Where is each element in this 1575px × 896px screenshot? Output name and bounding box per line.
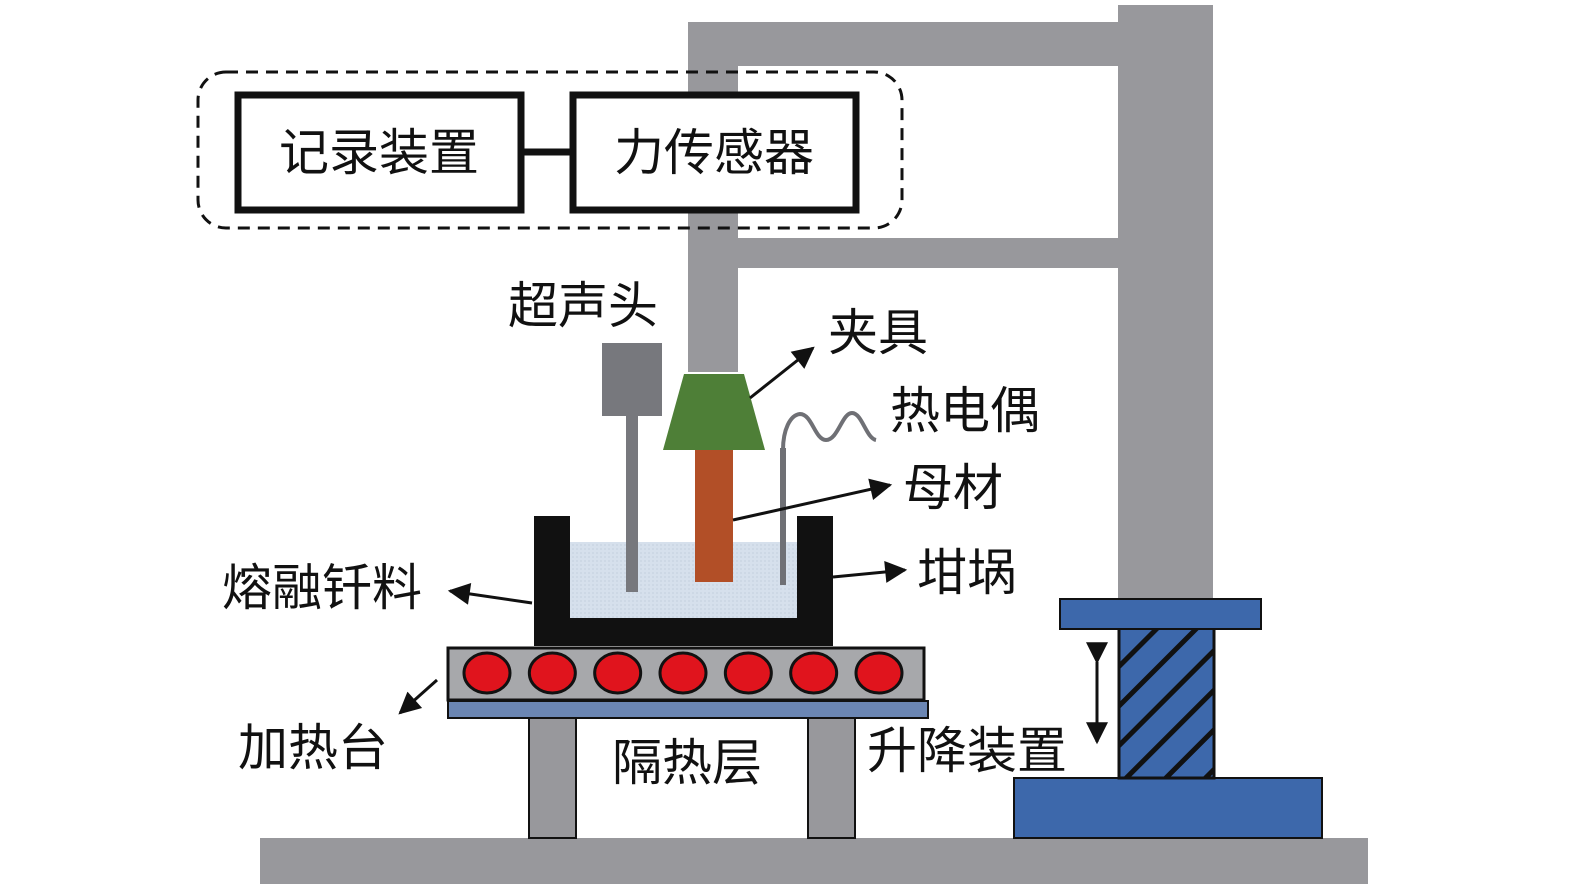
molten-solder (568, 542, 798, 620)
sensor-group-outline (196, 70, 904, 230)
heater-elements (462, 651, 904, 695)
heater-element (789, 651, 839, 695)
molten-solder-label: 熔融钎料 (222, 559, 422, 617)
frame-mid-arm (688, 238, 1120, 268)
fixture-arrow (749, 346, 815, 400)
heater-element (462, 651, 512, 695)
crucible (534, 516, 833, 646)
insulation-plate (447, 700, 929, 719)
lifting-device (1013, 598, 1323, 839)
base-metal-label: 母材 (903, 459, 1003, 517)
recorder-box: 记录装置 (234, 91, 525, 214)
frame-top-arm (688, 22, 1120, 66)
heater-element (723, 651, 773, 695)
heating-stage (446, 646, 929, 839)
insulation-layer-label: 隔热层 (612, 734, 762, 792)
recorder-label: 记录装置 (279, 124, 479, 182)
heater-element (593, 651, 643, 695)
frame-base (260, 838, 1368, 884)
frame-column (1118, 5, 1213, 605)
force-sensor-box: 力传感器 (569, 91, 860, 214)
stage-leg-right (807, 717, 856, 839)
heater-element (527, 651, 577, 695)
leader-arrows (398, 346, 908, 715)
fixture-label: 夹具 (828, 304, 928, 362)
ultrasonic-head (602, 343, 662, 592)
heater-element (854, 651, 904, 695)
lifting-device-label: 升降装置 (867, 722, 1067, 780)
heater-element (658, 651, 708, 695)
ultrasonic-head-label: 超声头 (508, 277, 658, 335)
thermocouple (780, 410, 877, 585)
stage-leg-left (528, 717, 577, 839)
force-sensor-label: 力传感器 (614, 124, 814, 182)
heating-stage-arrow (398, 678, 438, 715)
heating-stage-label: 加热台 (238, 719, 388, 777)
molten-solder-arrow (447, 582, 533, 605)
fixture-and-base-metal (663, 374, 765, 582)
fixture (663, 374, 765, 450)
thermocouple-label: 热电偶 (890, 382, 1040, 440)
base-metal (695, 448, 733, 582)
base-metal-arrow (732, 478, 893, 522)
crucible-arrow (832, 560, 908, 583)
crucible-label: 坩埚 (917, 544, 1017, 602)
